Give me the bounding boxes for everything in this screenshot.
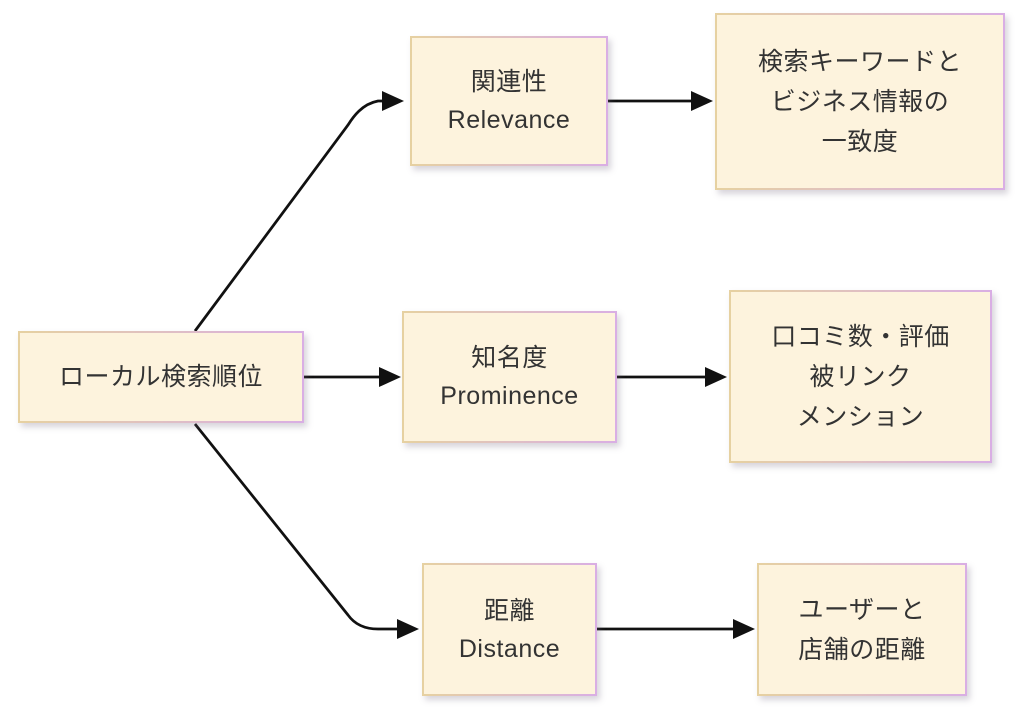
root-node-label: ローカル検索順位 — [58, 363, 263, 391]
edge-root-to-distance — [193, 423, 419, 639]
factor-prominence-label-ja: 知名度 — [471, 344, 548, 372]
detail-node-relevance: 検索キーワードと ビジネス情報の 一致度 — [715, 13, 1005, 190]
factor-node-prominence: 知名度 Prominence — [402, 311, 617, 443]
edge-root-to-relevance — [193, 91, 404, 332]
detail-prominence-line-2: 被リンク — [809, 362, 912, 391]
factor-node-relevance-body: 関連性 Relevance — [412, 38, 606, 164]
detail-prominence-line-3: メンション — [796, 402, 925, 431]
detail-prominence-line-1: 口コミ数・評価 — [771, 322, 950, 351]
factor-node-prominence-body: 知名度 Prominence — [404, 313, 615, 441]
factor-distance-label-ja: 距離 — [483, 596, 535, 625]
factor-distance-label-en: Distance — [458, 634, 561, 663]
detail-distance-line-1: ユーザーと — [798, 595, 926, 624]
root-node-local-search-rank: ローカル検索順位 — [18, 331, 304, 423]
detail-node-distance-body: ユーザーと 店舗の距離 — [759, 565, 965, 694]
detail-relevance-line-2: ビジネス情報の — [770, 87, 950, 116]
detail-node-prominence: 口コミ数・評価 被リンク メンション — [729, 290, 992, 463]
factor-node-distance: 距離 Distance — [422, 563, 597, 696]
factor-relevance-label-ja: 関連性 — [470, 68, 548, 96]
factor-node-distance-body: 距離 Distance — [424, 565, 595, 694]
detail-relevance-line-3: 一致度 — [821, 127, 899, 156]
detail-relevance-line-1: 検索キーワードと — [757, 47, 962, 76]
factor-prominence-label-en: Prominence — [440, 382, 579, 410]
detail-node-prominence-body: 口コミ数・評価 被リンク メンション — [731, 292, 990, 461]
detail-node-relevance-body: 検索キーワードと ビジネス情報の 一致度 — [717, 15, 1003, 188]
detail-distance-line-2: 店舗の距離 — [798, 635, 926, 664]
factor-relevance-label-en: Relevance — [447, 106, 571, 134]
factor-node-relevance: 関連性 Relevance — [410, 36, 608, 166]
root-node-body: ローカル検索順位 — [20, 333, 302, 421]
detail-node-distance: ユーザーと 店舗の距離 — [757, 563, 967, 696]
